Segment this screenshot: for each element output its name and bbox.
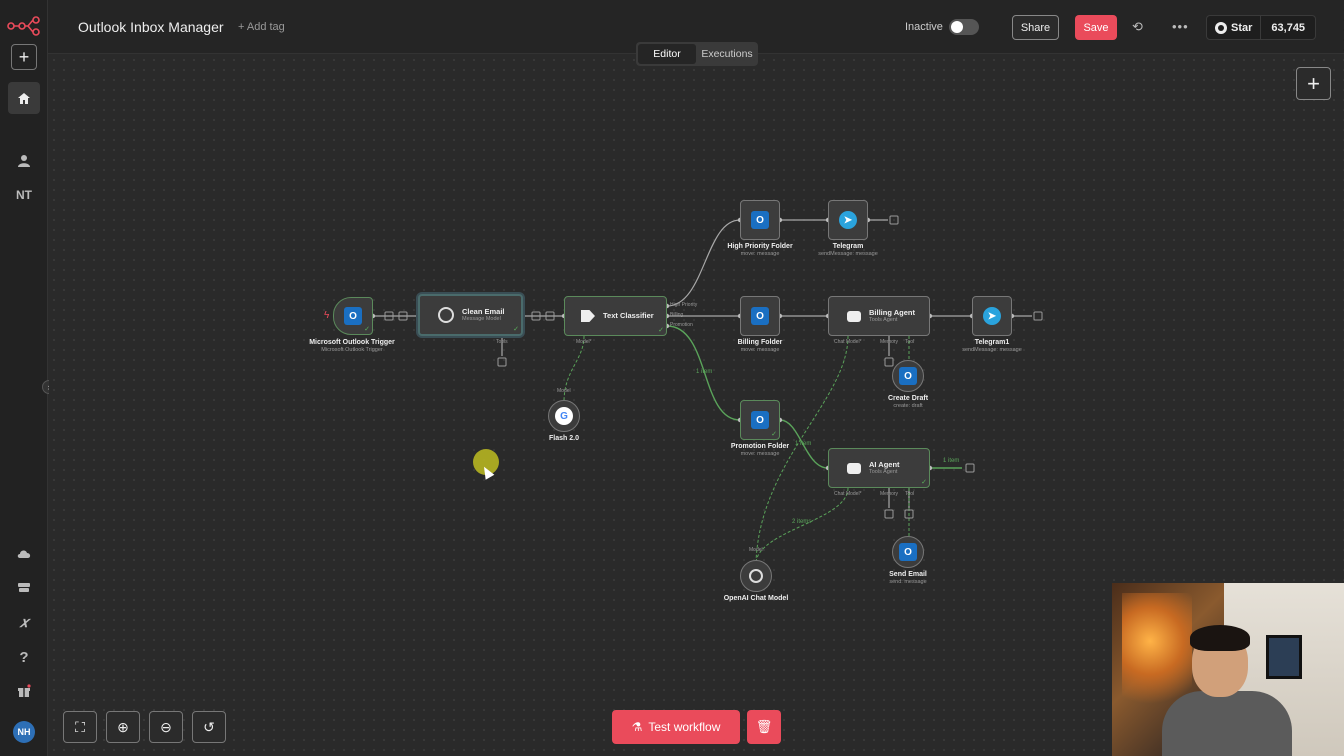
outlook-icon: O xyxy=(899,543,917,561)
project-initials[interactable]: NT xyxy=(16,188,32,202)
output-high-priority: High Priority xyxy=(670,302,698,308)
zoom-out-icon[interactable]: ⊖ xyxy=(149,711,183,743)
n8n-logo-icon[interactable] xyxy=(7,15,41,37)
user-icon[interactable] xyxy=(8,144,40,176)
github-icon xyxy=(1215,21,1227,34)
port-label: Memory xyxy=(880,491,899,497)
port-label: Memory xyxy=(880,339,899,345)
node-promotion-folder[interactable]: O ✓ xyxy=(740,400,780,440)
zoom-in-icon[interactable]: ⊕ xyxy=(106,711,140,743)
success-check-icon: ✓ xyxy=(921,479,927,486)
add-node-button[interactable]: + xyxy=(1296,67,1331,100)
node-label: Send Email send: message xyxy=(889,571,927,585)
trash-icon[interactable]: 🗑 xyxy=(747,710,781,744)
node-openai-chat-model[interactable] xyxy=(740,560,772,592)
node-label: OpenAI Chat Model xyxy=(723,595,789,602)
telegram-icon: ➤ xyxy=(839,211,857,229)
node-billing-agent[interactable]: Billing Agent Tools Agent xyxy=(828,296,930,336)
home-icon[interactable] xyxy=(8,82,40,114)
fit-view-icon[interactable]: ⛶ xyxy=(63,711,97,743)
tag-icon xyxy=(581,310,595,322)
success-check-icon: ✓ xyxy=(658,327,664,334)
view-tabs: Editor Executions xyxy=(636,42,758,66)
port-label: Tool xyxy=(905,491,915,497)
main-sidebar: + NT 𝑥 ? NH › xyxy=(0,0,56,756)
node-label: Flash 2.0 xyxy=(549,435,579,442)
add-tag-link[interactable]: + Add tag xyxy=(238,21,285,33)
flask-icon: ⚗ xyxy=(631,720,643,734)
outlook-icon: O xyxy=(899,367,917,385)
outlook-icon: O xyxy=(751,211,769,229)
template-icon[interactable] xyxy=(8,571,40,603)
user-avatar[interactable]: NH xyxy=(13,721,35,743)
node-clean-email[interactable]: Clean Email Message Model ✓ xyxy=(418,294,523,336)
output-billing: Billing xyxy=(670,312,684,318)
success-check-icon: ✓ xyxy=(364,326,370,333)
help-icon[interactable]: ? xyxy=(19,648,29,666)
trigger-bolt-icon: ϟ xyxy=(324,310,330,321)
share-button[interactable]: Share xyxy=(1012,15,1059,40)
node-outlook-trigger[interactable]: O ✓ xyxy=(333,297,373,335)
edge-count: 1 item xyxy=(943,458,960,464)
node-telegram1[interactable]: ➤ xyxy=(972,296,1012,336)
node-ai-agent[interactable]: AI Agent Tools Agent ✓ xyxy=(828,448,930,488)
github-star-button[interactable]: Star 63,745 xyxy=(1206,15,1316,40)
node-label: Promotion Folder move: message xyxy=(730,443,790,457)
port-label: Model* xyxy=(576,339,592,345)
test-workflow-button[interactable]: ⚗ Test workflow xyxy=(612,710,740,744)
success-check-icon: ✓ xyxy=(771,431,777,438)
activation-toggle[interactable] xyxy=(949,19,979,35)
create-plus-icon[interactable]: + xyxy=(11,44,37,70)
tab-editor[interactable]: Editor xyxy=(638,44,696,64)
port-label: Chat Model* xyxy=(834,339,862,345)
openai-icon xyxy=(749,569,763,583)
node-flash[interactable]: G xyxy=(548,400,580,432)
node-telegram[interactable]: ➤ xyxy=(828,200,868,240)
outlook-icon: O xyxy=(344,307,362,325)
node-high-priority-folder[interactable]: O xyxy=(740,200,780,240)
output-promotion: Promotion xyxy=(670,322,693,328)
outlook-icon: O xyxy=(751,411,769,429)
gift-icon[interactable] xyxy=(8,674,40,706)
save-button[interactable]: Save xyxy=(1075,15,1117,40)
node-billing-folder[interactable]: O xyxy=(740,296,780,336)
node-label: High Priority Folder move: message xyxy=(727,243,793,257)
port-label: Tool xyxy=(905,339,915,345)
test-workflow-label: Test workflow xyxy=(648,720,721,734)
reset-icon[interactable]: ↺ xyxy=(192,711,226,743)
more-icon[interactable]: ••• xyxy=(1172,19,1189,34)
robot-icon xyxy=(847,462,861,474)
outlook-icon: O xyxy=(751,307,769,325)
node-label: Microsoft Outlook Trigger Microsoft Outl… xyxy=(309,339,395,353)
success-check-icon: ✓ xyxy=(513,326,519,333)
history-icon[interactable]: ⟲ xyxy=(1132,19,1143,34)
node-label: Create Draft create: draft xyxy=(887,395,929,409)
node-label: Telegram1 sendMessage: message xyxy=(962,339,1022,353)
github-star-label: Star xyxy=(1231,21,1253,34)
node-label: Billing Folder move: message xyxy=(737,339,783,353)
github-star-count: 63,745 xyxy=(1271,21,1306,34)
activation-status: Inactive xyxy=(905,21,943,33)
cloud-icon[interactable] xyxy=(8,537,40,569)
port-label: Tools xyxy=(496,339,508,345)
edge-count: 2 items xyxy=(792,519,812,525)
openai-icon xyxy=(438,307,454,323)
workflow-title[interactable]: Outlook Inbox Manager xyxy=(78,19,224,35)
robot-icon xyxy=(847,310,861,322)
node-create-draft[interactable]: O xyxy=(892,360,924,392)
node-text-classifier[interactable]: Text Classifier ✓ xyxy=(564,296,667,336)
webcam-overlay xyxy=(1112,583,1344,756)
google-icon: G xyxy=(555,407,573,425)
port-label: Model xyxy=(749,547,763,553)
telegram-icon: ➤ xyxy=(983,307,1001,325)
edge-count: 1 item xyxy=(795,441,812,447)
port-label: Chat Model* xyxy=(834,491,862,497)
variables-icon[interactable]: 𝑥 xyxy=(19,613,29,631)
tab-executions[interactable]: Executions xyxy=(701,48,753,60)
node-send-email[interactable]: O xyxy=(892,536,924,568)
cursor-highlight xyxy=(473,449,499,475)
edge-count: 1 item xyxy=(696,369,713,375)
port-label: Model xyxy=(557,388,571,394)
node-label: Telegram sendMessage: message xyxy=(818,243,878,257)
